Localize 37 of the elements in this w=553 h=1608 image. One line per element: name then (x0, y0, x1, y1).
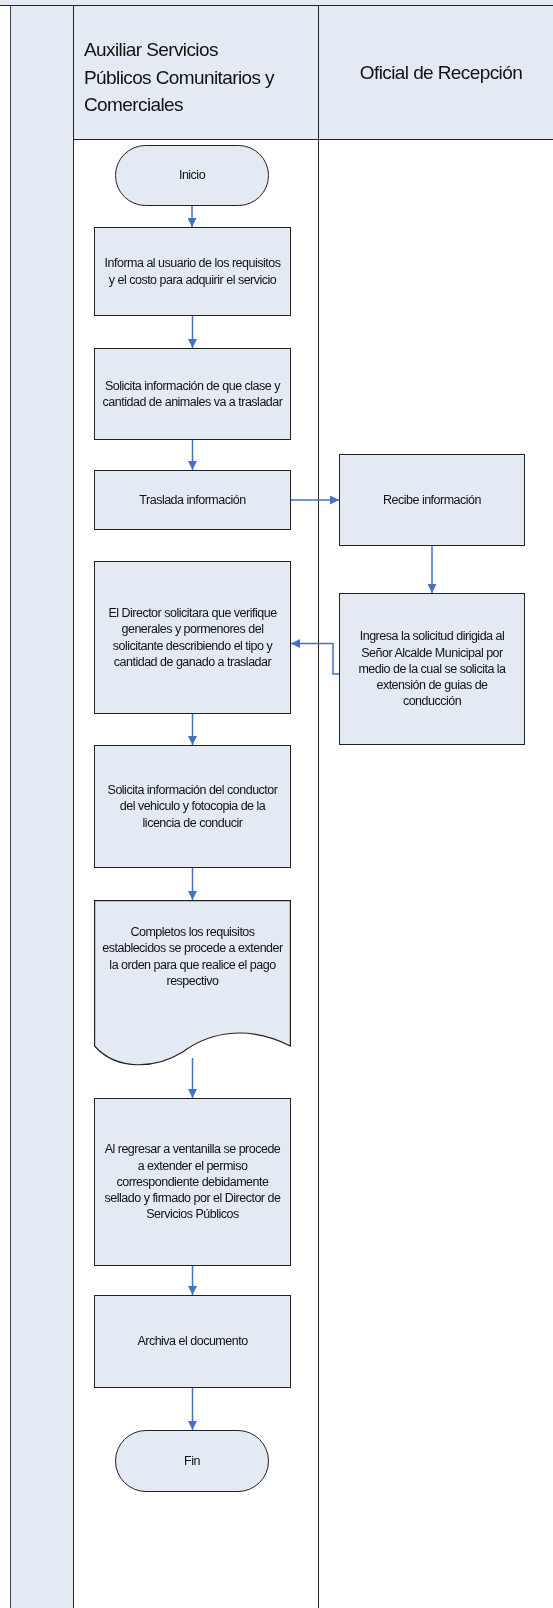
process-box (94, 348, 291, 440)
swimlane (73, 6, 318, 1608)
arrow (188, 315, 197, 349)
swimlane (318, 6, 553, 1608)
process-box (94, 227, 291, 316)
process-box (94, 1098, 291, 1266)
pool-label-band (10, 6, 73, 1608)
lane-title: Oficial de Recepción (359, 60, 523, 85)
arrow (188, 713, 197, 746)
step-text: Fin (184, 1452, 200, 1470)
process-box (94, 1295, 291, 1388)
arrow (188, 1057, 197, 1099)
process-box (94, 470, 291, 530)
arrow (290, 639, 340, 675)
arrow (188, 439, 197, 471)
arrow (188, 867, 197, 901)
step-text: Traslada información (139, 491, 246, 509)
lane-title: Auxiliar Servicios Públicos Comunitarios y Comerciales (84, 38, 276, 118)
step-text: Ingresa la solicitud dirigida al Señor Alcalde Municipal por medio de la cual se solicita la extensión de guias de conducción (357, 628, 507, 710)
step-text: Inicio (178, 167, 206, 184)
step-text: Completos los requisitos establecidos se procede a extender la orden para que realice el pago respectivo (101, 924, 284, 989)
step-text: Informa al usuario de los requisitos y el costo para adquirir el servicio (103, 255, 282, 288)
arrow (427, 545, 437, 594)
arrow (188, 1265, 197, 1296)
arrow (188, 1387, 197, 1431)
step-text: Solicita información de que clase y cantidad de animales va a trasladar (101, 377, 284, 411)
arrow (290, 495, 340, 505)
arrow (187, 205, 197, 228)
process-box (339, 454, 525, 546)
process-box (94, 745, 291, 868)
step-text: Archiva el documento (137, 1333, 248, 1350)
step-text: El Director solicitara que verifique generales y pormenores del solicitante describiendo el tipo y cantidad de ganado a trasladar (107, 605, 278, 670)
step-text: Solicita información del conductor del vehiculo y fotocopia de la licencia de conducir (106, 782, 279, 831)
process-box (339, 593, 525, 745)
step-text: Recibe información (383, 491, 481, 509)
step-text: Al regresar a ventanilla se procede a extender el permiso correspondiente debidamente sellado y firmado por el Director de Servicios Públicos (103, 1141, 282, 1223)
process-box (94, 561, 291, 714)
